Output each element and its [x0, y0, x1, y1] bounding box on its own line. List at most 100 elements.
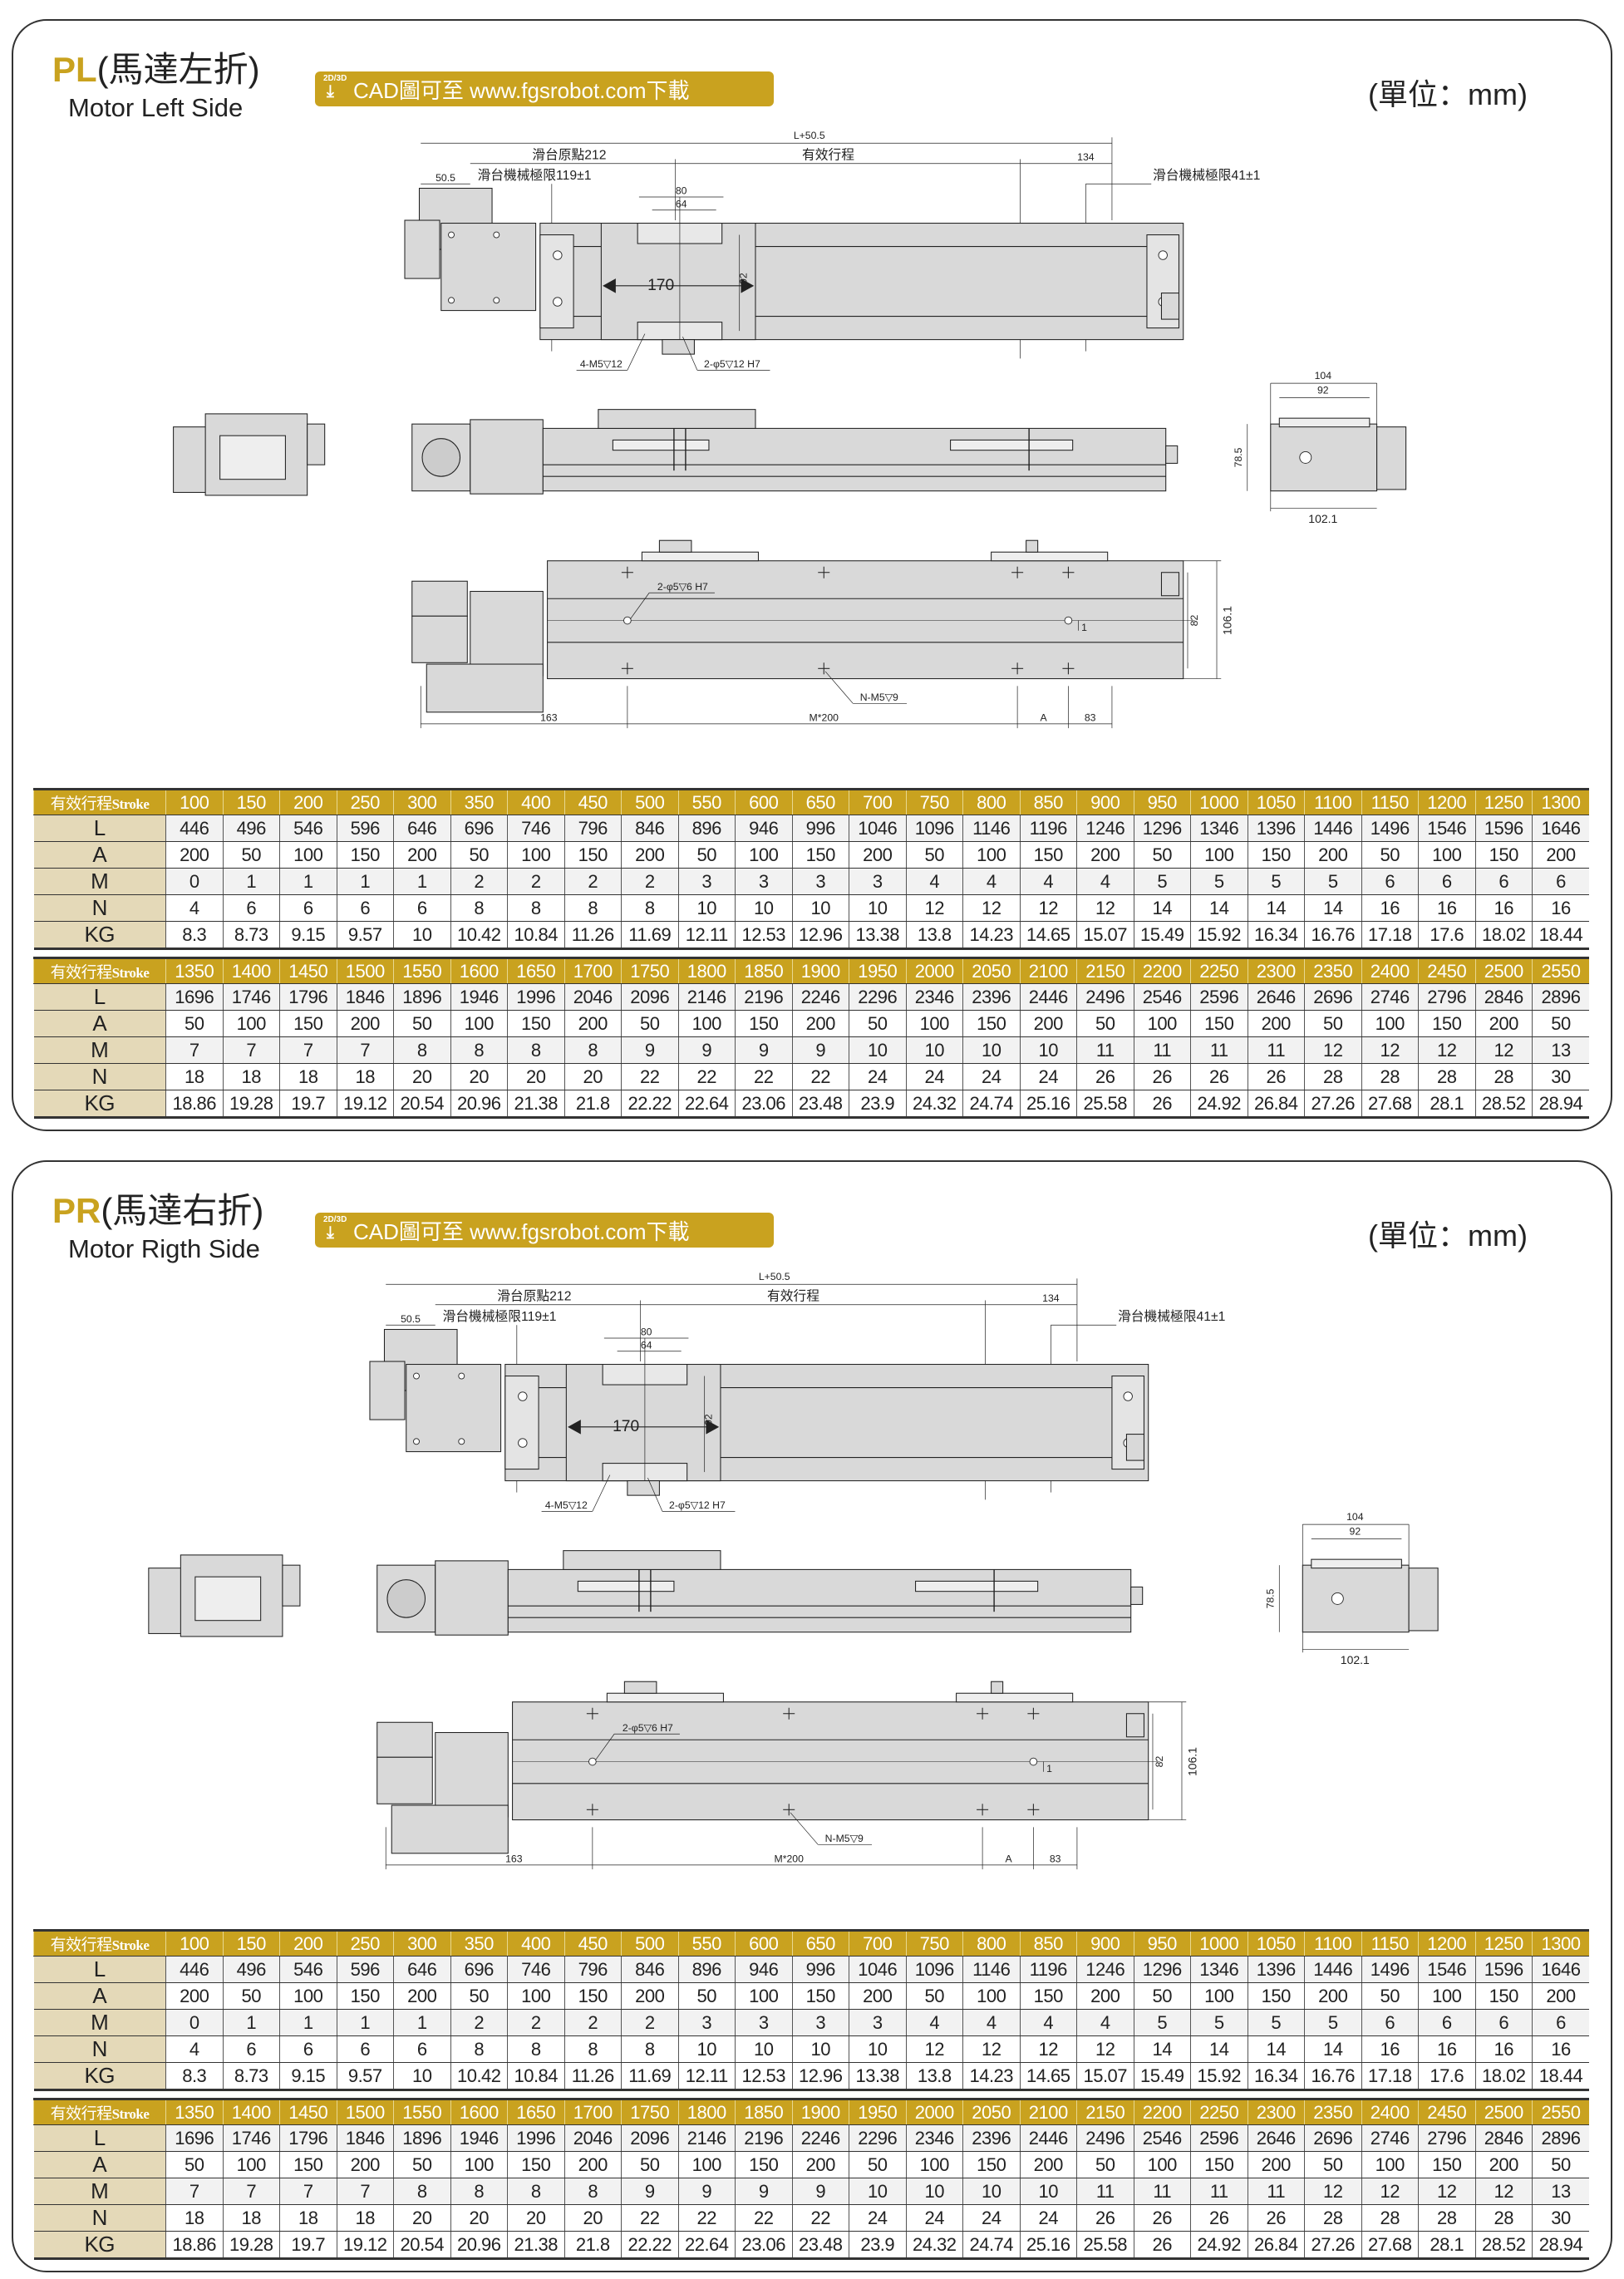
table-cell: 200	[1304, 841, 1361, 869]
table-cell: 946	[735, 815, 792, 842]
bolt-icon	[413, 1372, 420, 1380]
table-cell: 2646	[1247, 2124, 1305, 2152]
table-cell: 5	[1304, 2009, 1361, 2036]
table-cell: 3	[677, 868, 736, 895]
stroke-value: 500	[621, 1929, 678, 1957]
table-cell: 10	[1019, 2178, 1077, 2205]
dim-total-length: L+50.5	[759, 1271, 790, 1282]
table-cell: 2446	[1019, 983, 1077, 1011]
dim-163: 163	[540, 711, 558, 723]
table-cell: 200	[1532, 1982, 1589, 2010]
label-bottom-pins: 2-φ5▽6 H7	[623, 1722, 673, 1734]
stroke-header-label: 有效行程Stroke	[33, 957, 166, 984]
stroke-value: 2150	[1076, 957, 1134, 984]
table-cell: 2796	[1418, 983, 1475, 1011]
table-cell: 546	[279, 1956, 337, 1983]
dim-limit-right: 滑台機械極限41±1	[1118, 1309, 1225, 1324]
carriage-edge	[606, 1692, 724, 1703]
table-cell: 16	[1418, 2035, 1475, 2063]
cad-download-text[interactable]: CAD圖可至 www.fgsrobot.com下載	[353, 1218, 690, 1244]
dim-slide-origin: 滑台原點212	[532, 147, 606, 162]
table-cell: 200	[1304, 1982, 1361, 2010]
table-cell: 2246	[791, 983, 849, 1011]
row-label: N	[33, 894, 166, 922]
row-label: N	[33, 2035, 166, 2063]
cad-download-text[interactable]: CAD圖可至 www.fgsrobot.com下載	[353, 77, 690, 103]
end-cap	[1311, 1558, 1402, 1569]
stroke-value: 1150	[1361, 1929, 1419, 1957]
table-cell: 1546	[1418, 1956, 1475, 1983]
table-cell: 5	[1133, 868, 1191, 895]
table-cell: 1646	[1532, 815, 1589, 842]
stroke-value: 1700	[563, 2098, 622, 2125]
dim-92: 92	[1350, 1525, 1361, 1537]
table-cell: 1996	[507, 2124, 564, 2152]
table-cell: 9	[791, 2178, 849, 2205]
stroke-value: 1350	[165, 957, 223, 984]
end-block	[173, 426, 209, 493]
fitting	[1160, 572, 1180, 597]
table-cell: 50	[1361, 1982, 1419, 2010]
table-cell: 12	[1418, 2178, 1475, 2205]
dim-82: 82	[1188, 615, 1200, 627]
table-cell: 4	[1076, 2009, 1134, 2036]
table-cell: 21.38	[507, 2231, 564, 2260]
pin-hole-icon	[1029, 1757, 1038, 1766]
table-cell: 100	[962, 841, 1020, 869]
table-cell: 3	[791, 2009, 849, 2036]
stroke-value: 400	[507, 1929, 564, 1957]
table-cell: 1446	[1304, 1956, 1361, 1983]
cad-download-banner[interactable]: 2D/3D⤓CAD圖可至 www.fgsrobot.com下載	[315, 1213, 774, 1248]
table-cell: 50	[621, 1010, 678, 1037]
stroke-value: 1550	[393, 2098, 450, 2125]
table-cell: 5	[1304, 868, 1361, 895]
table-cell: 150	[1418, 1010, 1475, 1037]
table-cell: 4	[1019, 868, 1077, 895]
end-knob	[1165, 445, 1179, 464]
dimension-line	[682, 336, 698, 371]
cad-download-banner[interactable]: 2D/3D⤓CAD圖可至 www.fgsrobot.com下載	[315, 71, 774, 106]
stroke-value: 1050	[1247, 1929, 1305, 1957]
carriage-edge	[641, 551, 759, 562]
table-cell: 2	[450, 868, 508, 895]
table-cell: 8	[563, 2035, 622, 2063]
end-cap	[1278, 417, 1371, 428]
table-cell: 16	[1418, 894, 1475, 922]
table-cell: 200	[165, 841, 223, 869]
table-cell: 1746	[222, 983, 280, 1011]
stroke-value: 1700	[563, 957, 622, 984]
table-cell: 2	[507, 868, 564, 895]
table-cell: 2896	[1532, 2124, 1589, 2152]
table-cell: 26	[1190, 2204, 1248, 2232]
table-cell: 1	[336, 868, 394, 895]
dim-170: 170	[647, 277, 674, 294]
table-cell: 996	[791, 1956, 849, 1983]
table-cell: 13.38	[849, 921, 906, 950]
stroke-value: 600	[735, 1929, 792, 1957]
table-cell: 11	[1076, 2178, 1134, 2205]
stroke-value: 950	[1133, 1929, 1191, 1957]
stroke-value: 2400	[1361, 2098, 1419, 2125]
table-cell: 4	[165, 2035, 223, 2063]
stroke-value: 1600	[450, 957, 508, 984]
carriage-edge	[991, 551, 1109, 562]
left-end-view	[148, 1554, 301, 1637]
table-cell: 150	[1247, 841, 1305, 869]
table-cell: 19.7	[279, 1090, 337, 1119]
table-cell: 150	[1418, 2151, 1475, 2178]
table-cell: 14	[1247, 894, 1305, 922]
table-cell: 2596	[1190, 2124, 1248, 2152]
table-cell: 15.49	[1133, 921, 1191, 950]
table-cell: 18	[279, 2204, 337, 2232]
stroke-value: 2050	[962, 957, 1020, 984]
table-cell: 6	[1418, 2009, 1475, 2036]
table-cell: 14	[1304, 2035, 1361, 2063]
end-section	[1302, 1564, 1410, 1633]
table-cell: 946	[735, 1956, 792, 1983]
left-end-view	[173, 413, 326, 496]
table-cell: 2896	[1532, 983, 1589, 1011]
dim-motor-offset: 50.5	[436, 172, 455, 184]
table-cell: 3	[791, 868, 849, 895]
